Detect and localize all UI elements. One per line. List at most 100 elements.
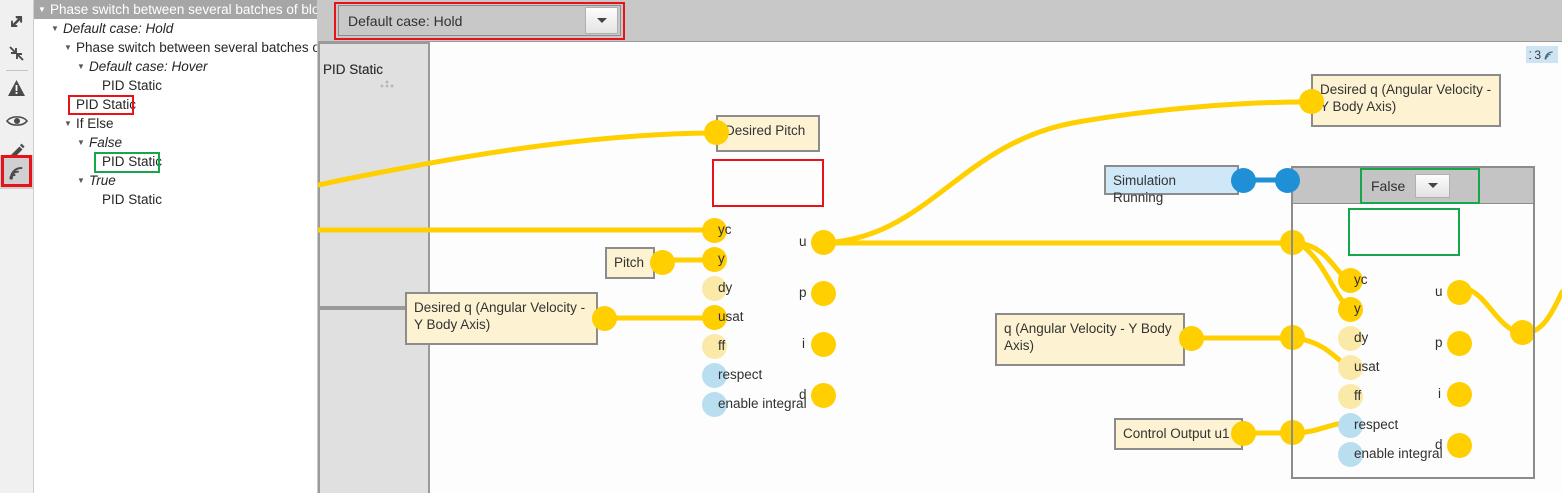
pid-inner-badge: 3 (1531, 46, 1558, 63)
note-q-angular-port[interactable] (1179, 326, 1204, 351)
warning-triangle-icon[interactable] (0, 71, 33, 105)
tree-row[interactable]: ▼Phase switch between several batches of… (34, 38, 317, 57)
note-pitch[interactable]: Pitch (605, 247, 655, 279)
pid-inner-badge-count: 3 (1534, 47, 1541, 62)
port-respect-in-inner[interactable] (1338, 413, 1363, 438)
signal-icon[interactable] (0, 155, 33, 189)
port-label-y-inner: y (1354, 301, 1361, 316)
diagram-sheet: False 11 PID Static (318, 42, 1562, 493)
port-dy-in[interactable] (702, 276, 727, 301)
port-u-out[interactable] (811, 230, 836, 255)
note-q-angular[interactable]: q (Angular Velocity - Y Body Axis) (995, 313, 1185, 366)
port-label-i-inner: i (1438, 386, 1441, 401)
tree-expander-icon[interactable]: ▼ (77, 138, 85, 147)
note-simulation-running[interactable]: Simulation Running (1104, 165, 1239, 205)
tree-row-label: PID Static (76, 97, 137, 112)
branch-selector[interactable]: False (1365, 172, 1451, 199)
tree-row[interactable]: PID Static (34, 95, 317, 114)
tree-row-label: If Else (76, 116, 114, 131)
port-y-in[interactable] (702, 247, 727, 272)
wire-junction[interactable] (1510, 320, 1535, 345)
tree-row-label: PID Static (102, 78, 163, 93)
note-desired-pitch[interactable]: Desired Pitch (716, 115, 820, 152)
tree-row[interactable]: ▼False (34, 133, 317, 152)
pid-outer-title: PID Static (323, 62, 384, 77)
model-tree-panel[interactable]: ▼Phase switch between several batches of… (34, 0, 318, 493)
tree-row[interactable]: PID Static (34, 190, 317, 209)
expand-arrows-icon[interactable] (0, 4, 33, 38)
tree-row[interactable]: PID Static (34, 152, 317, 171)
tree-expander-icon[interactable]: ▼ (64, 119, 72, 128)
tree-expander-icon[interactable]: ▼ (51, 24, 59, 33)
case-selector[interactable]: Default case: Hold (338, 5, 621, 36)
note-desired-q-right[interactable]: Desired q (Angular Velocity - Y Body Axi… (1311, 74, 1501, 127)
port-enable-integral-in[interactable] (702, 392, 727, 417)
note-desired-pitch-port[interactable] (704, 120, 729, 145)
resize-dots-icon (380, 80, 394, 88)
canvas-toolbar: Default case: Hold (318, 0, 1562, 42)
port-y-in-inner[interactable] (1338, 297, 1363, 322)
port-label-d: d (799, 387, 807, 402)
note-control-output-port[interactable] (1231, 421, 1256, 446)
tree-row[interactable]: ▼True (34, 171, 317, 190)
port-label-yc: yc (718, 222, 732, 237)
port-usat-in[interactable] (702, 305, 727, 330)
port-yc-in[interactable] (702, 218, 727, 243)
note-simulation-running-port[interactable] (1231, 168, 1256, 193)
port-label-respect-inner: respect (1354, 417, 1399, 432)
port-label-usat-inner: usat (1354, 359, 1380, 374)
port-yc-in-inner[interactable] (1338, 268, 1363, 293)
port-label-y: y (718, 251, 725, 266)
branch-selector-value: False (1371, 177, 1406, 194)
port-label-respect: respect (718, 367, 763, 382)
diagram-canvas: Default case: Hold (318, 0, 1562, 493)
port-label-enable-integral-inner: enable integral (1354, 446, 1443, 461)
tree-row[interactable]: ▼Phase switch between several batches of… (34, 0, 317, 19)
port-label-ff: ff (718, 338, 726, 353)
note-pitch-port[interactable] (650, 250, 675, 275)
port-label-yc-inner: yc (1354, 272, 1368, 287)
eye-icon[interactable] (0, 104, 33, 138)
tree-row[interactable]: ▼ Default case: Hold (34, 19, 317, 38)
port-dy-in-inner[interactable] (1338, 326, 1363, 351)
tree-row-label: Default case: Hold (63, 21, 174, 36)
port-d-out[interactable] (811, 383, 836, 408)
if-else-condition-port[interactable] (1275, 168, 1300, 193)
case-selector-value: Default case: Hold (348, 12, 463, 29)
port-ff-in[interactable] (702, 334, 727, 359)
port-label-dy: dy (718, 280, 733, 295)
note-desired-q-left[interactable]: Desired q (Angular Velocity - Y Body Axi… (405, 292, 598, 345)
tree-expander-icon[interactable]: ▼ (77, 62, 85, 71)
tree-expander-icon[interactable]: ▼ (38, 5, 46, 14)
tree-row[interactable]: ▼ If Else (34, 114, 317, 133)
port-label-p: p (799, 285, 807, 300)
chevron-down-icon[interactable] (585, 7, 618, 34)
port-p-out[interactable] (811, 281, 836, 306)
note-control-output[interactable]: Control Output u1 (1114, 418, 1243, 450)
rail-divider (6, 70, 28, 71)
port-label-usat: usat (718, 309, 744, 324)
port-enable-integral-in-inner[interactable] (1338, 442, 1363, 467)
port-ff-in-inner[interactable] (1338, 384, 1363, 409)
port-label-u-inner: u (1435, 284, 1443, 299)
port-label-enable-integral: enable integral (718, 396, 807, 411)
port-respect-in[interactable] (702, 363, 727, 388)
port-i-out[interactable] (811, 332, 836, 357)
port-i-out-inner[interactable] (1447, 382, 1472, 407)
port-usat-in-inner[interactable] (1338, 355, 1363, 380)
port-p-out-inner[interactable] (1447, 331, 1472, 356)
note-desired-q-right-port[interactable] (1299, 89, 1324, 114)
tree-row[interactable]: ▼ Default case: Hover (34, 57, 317, 76)
collapse-arrows-icon[interactable] (0, 36, 33, 70)
port-u-out-inner[interactable] (1447, 280, 1472, 305)
tree-expander-icon[interactable]: ▼ (77, 176, 85, 185)
tree-expander-icon[interactable]: ▼ (64, 43, 72, 52)
if-else-container[interactable] (1291, 166, 1535, 479)
tree-row[interactable]: PID Static (34, 76, 317, 95)
port-label-dy-inner: dy (1354, 330, 1369, 345)
port-d-out-inner[interactable] (1447, 433, 1472, 458)
note-desired-q-left-port[interactable] (592, 306, 617, 331)
tree-row-label: Default case: Hover (89, 59, 208, 74)
chevron-down-icon[interactable] (1415, 173, 1451, 198)
